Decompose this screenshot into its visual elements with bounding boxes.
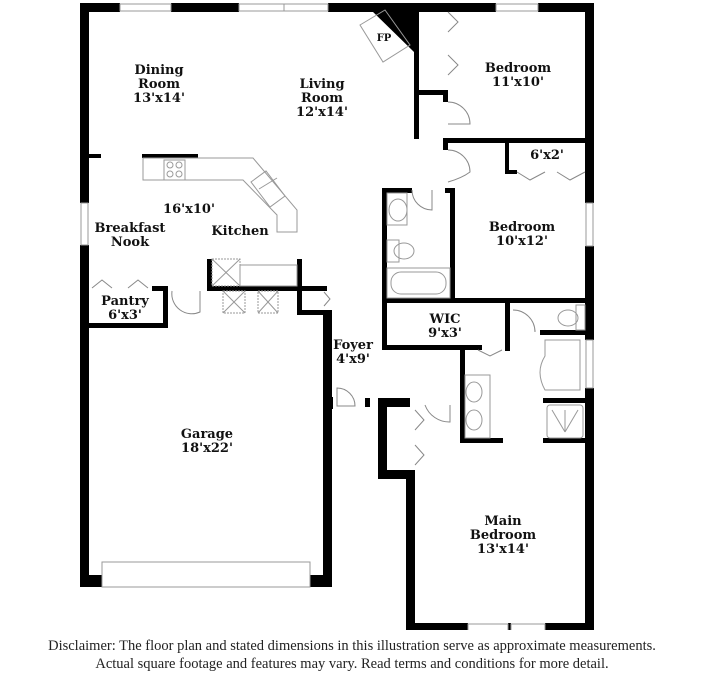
dryer [222, 290, 246, 314]
room-label-main-bedroom: Main Bedroom 13'x14' [470, 515, 536, 557]
hall-bath-toilet [393, 242, 415, 260]
fixtures [142, 9, 586, 439]
room-label-fireplace: FP [377, 32, 392, 46]
room-label-wic: WIC 9'x3' [428, 313, 462, 341]
room-name: Bedroom [488, 220, 556, 235]
room-dimensions: 12'x14' [296, 105, 348, 120]
room-label-garage: Garage 18'x22' [181, 428, 233, 456]
room-name: Living [299, 77, 345, 92]
disclaimer-line-1: Disclaimer: The floor plan and stated di… [48, 638, 656, 654]
room-dimensions: 6'x3' [108, 308, 142, 323]
room-label-pantry: Pantry 6'x3' [101, 295, 149, 323]
room-label-living-room: Living Room 12'x14' [296, 78, 348, 120]
cooktop [163, 159, 186, 181]
room-dimensions: 6'x2' [530, 148, 564, 163]
room-label-bedroom-1: Bedroom 11'x10' [485, 62, 551, 90]
room-name: Foyer [333, 338, 373, 353]
interior-walls [89, 9, 593, 443]
kitchen-counter [142, 157, 298, 233]
room-dimensions: 13'x14' [477, 542, 529, 557]
floor-plan [80, 3, 594, 630]
room-name: Nook [110, 235, 150, 250]
hall-bath-tub [386, 267, 451, 299]
disclaimer: Disclaimer: The floor plan and stated di… [0, 637, 704, 673]
kitchen-sink [250, 170, 286, 208]
fireplace-hearth [359, 9, 411, 63]
room-name: Room [301, 91, 343, 106]
room-dimensions: 18'x22' [181, 441, 233, 456]
master-toilet [557, 309, 579, 327]
room-label-dining-room: Dining Room 13'x14' [133, 64, 185, 106]
master-tub [539, 339, 581, 391]
room-name: Bedroom [484, 61, 552, 76]
room-label-foyer: Foyer 4'x9' [333, 339, 373, 367]
room-label-closet: 6'x2' [530, 149, 564, 163]
hall-bath-vanity [386, 192, 408, 226]
room-dimensions: 10'x12' [496, 234, 548, 249]
room-name: Dining [134, 63, 184, 78]
room-dimensions: 11'x10' [492, 75, 544, 90]
disclaimer-line-2: Actual square footage and features may v… [95, 656, 609, 672]
room-label-bedroom-2: Bedroom 10'x12' [489, 221, 555, 249]
room-name: Main [484, 514, 522, 529]
room-dimensions: 9'x3' [428, 326, 462, 341]
room-name: WIC [429, 312, 461, 327]
room-dimensions: 13'x14' [133, 91, 185, 106]
room-name: Kitchen [211, 224, 269, 239]
master-vanity [464, 374, 491, 439]
room-name: Pantry [101, 294, 149, 309]
master-shower [546, 404, 584, 439]
room-name: Room [138, 77, 180, 92]
room-dimensions: 4'x9' [336, 352, 370, 367]
room-name: Garage [180, 427, 234, 442]
room-name: Bedroom [469, 528, 537, 543]
room-dimensions: 16'x10' [163, 202, 215, 217]
windows [80, 3, 594, 630]
room-name: Breakfast [94, 221, 166, 236]
washer [211, 258, 241, 287]
room-label-kitchen-dimensions: 16'x10' [163, 203, 215, 217]
exterior-walls [80, 3, 594, 630]
room-label-kitchen: Kitchen [211, 225, 268, 239]
room-name: FP [376, 33, 392, 44]
room-label-breakfast-nook: Breakfast Nook [95, 222, 166, 250]
doors [91, 11, 586, 466]
